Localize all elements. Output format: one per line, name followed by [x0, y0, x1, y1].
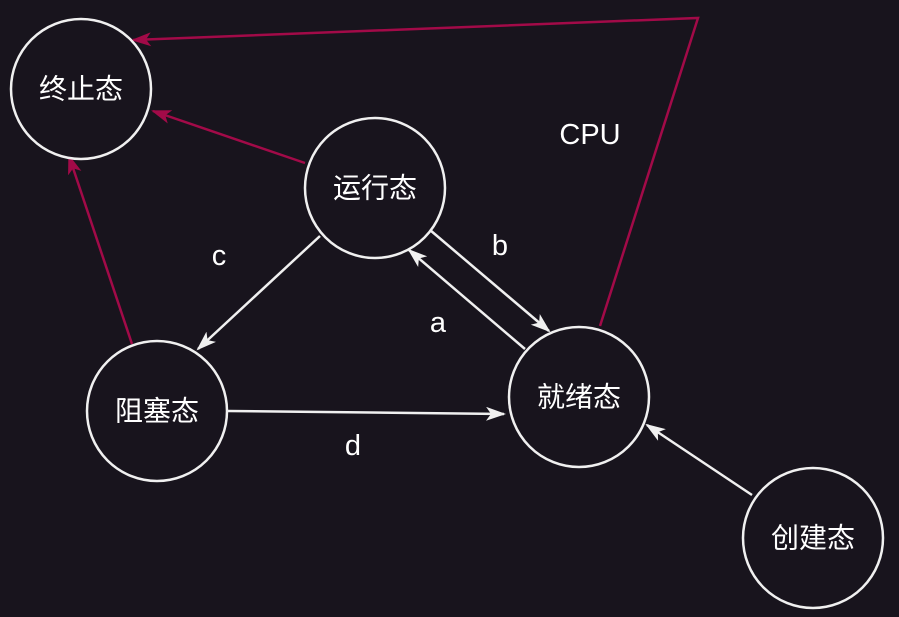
node-terminated-circle [9, 17, 153, 161]
edge-blocked-to-terminated [67, 154, 134, 345]
edge-blocked-to-ready [227, 406, 506, 421]
node-blocked: 阻塞态 [85, 339, 229, 483]
edge-ready-to-running [407, 248, 526, 350]
edge-running-to-ready [429, 229, 551, 333]
edge-label-a: a [430, 307, 447, 339]
node-running-circle [303, 116, 447, 260]
node-running-label: 运行态 [333, 172, 417, 205]
edge-created-to-ready [645, 423, 753, 497]
node-blocked-circle [85, 339, 229, 483]
edge-running-to-terminated [151, 109, 306, 165]
node-ready-label: 就绪态 [537, 381, 621, 414]
edge-ready-to-terminated [131, 16, 700, 327]
edge-running-to-blocked [196, 235, 321, 351]
node-created: 创建态 [741, 466, 885, 610]
edge-label-cpu: CPU [559, 119, 620, 151]
edges [67, 16, 753, 497]
node-running: 运行态 [303, 116, 447, 260]
node-terminated-label: 终止态 [39, 73, 123, 106]
edge-label-d: d [345, 430, 361, 462]
node-ready: 就绪态 [507, 325, 651, 469]
node-created-label: 创建态 [771, 522, 855, 555]
node-created-circle [741, 466, 885, 610]
node-ready-circle [507, 325, 651, 469]
node-blocked-label: 阻塞态 [115, 395, 199, 428]
edge-label-b: b [492, 230, 508, 262]
edge-label-c: c [212, 240, 227, 272]
node-terminated: 终止态 [9, 17, 153, 161]
